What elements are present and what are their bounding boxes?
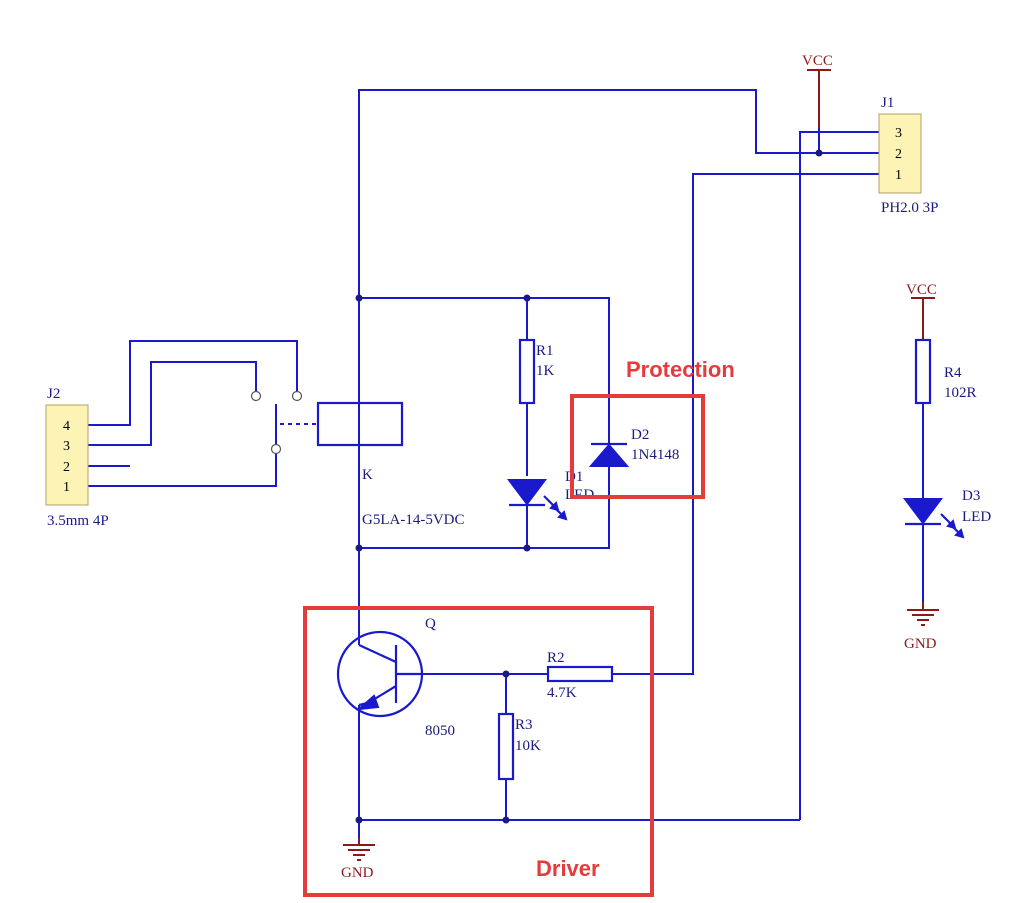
j2-pin-4: 4: [63, 419, 70, 434]
j1-ref: J1: [881, 95, 894, 111]
j1-pin-1: 1: [895, 168, 902, 183]
connector-j2: J2 4 3 2 1 3.5mm 4P: [45, 386, 109, 529]
r2-value: 4.7K: [547, 685, 577, 701]
relay-coil: [316, 401, 404, 447]
d3-value: LED: [962, 509, 991, 525]
relay-k: K G5LA-14-5VDC: [250, 390, 465, 528]
diode-d2: D2 1N4148: [588, 427, 679, 467]
r4-ref: R4: [944, 365, 962, 381]
q-value: 8050: [425, 723, 455, 739]
j2-value: 3.5mm 4P: [47, 513, 109, 529]
q-ref: Q: [425, 616, 436, 632]
r3-value: 10K: [515, 738, 541, 754]
j1-pin-3: 3: [895, 126, 902, 141]
resistor-r3: R3 10K: [497, 712, 541, 781]
wire-j2-pin1: [88, 452, 277, 487]
wires: [88, 89, 924, 838]
vcc-symbol-top: VCC: [802, 53, 833, 128]
r4-value: 102R: [944, 385, 977, 401]
d3-ref: D3: [962, 488, 980, 504]
j1-pin-2: 2: [895, 147, 902, 162]
driver-label: Driver: [536, 856, 600, 881]
r1-value: 1K: [536, 363, 555, 379]
gnd-label: GND: [341, 865, 374, 881]
connector-j1: J1 3 2 1 PH2.0 3P: [878, 95, 939, 216]
d2-value: 1N4148: [631, 447, 679, 463]
relay-ref: K: [362, 467, 373, 483]
junction-node: [502, 816, 510, 824]
relay-value: G5LA-14-5VDC: [362, 512, 465, 528]
r1-ref: R1: [536, 343, 554, 359]
protection-highlight: Protection: [570, 357, 735, 499]
j1-value: PH2.0 3P: [881, 200, 939, 216]
relay-contact-nc: [250, 390, 262, 402]
led-d1: D1 LED: [507, 469, 594, 521]
junction-node: [523, 544, 531, 552]
led-d3: D3 LED: [903, 488, 991, 539]
wire-j2-pin3: [88, 361, 257, 446]
junction-node: [355, 544, 363, 552]
wire-signal: [612, 173, 879, 675]
wire-top-loop: [358, 89, 879, 298]
vcc-label: VCC: [906, 282, 937, 298]
j2-ref: J2: [47, 386, 60, 402]
wire-j1-pin3: [799, 131, 879, 820]
wire-top-bus: [359, 297, 610, 549]
d1-ref: D1: [565, 469, 583, 485]
vcc-label: VCC: [802, 53, 833, 69]
d2-ref: D2: [631, 427, 649, 443]
driver-highlight: Driver: [303, 606, 654, 897]
gnd-symbol-right: GND: [904, 602, 939, 652]
resistor-r2: R2 4.7K: [546, 650, 614, 701]
gnd-label: GND: [904, 636, 937, 652]
junction-node: [523, 294, 531, 302]
resistor-r4: R4 102R: [914, 338, 977, 405]
wire-j2-pin4: [88, 340, 298, 426]
j2-pin-2: 2: [63, 460, 70, 475]
resistor-r1: R1 1K: [518, 338, 555, 405]
junctions: [355, 149, 823, 824]
junction-node: [815, 149, 823, 157]
junction-node: [502, 670, 510, 678]
transistor-q: Q 8050: [336, 616, 455, 739]
r2-ref: R2: [547, 650, 565, 666]
protection-label: Protection: [626, 357, 735, 382]
gnd-symbol-main: GND: [341, 838, 375, 881]
junction-node: [355, 816, 363, 824]
junction-node: [355, 294, 363, 302]
r3-ref: R3: [515, 717, 533, 733]
j2-pin-1: 1: [63, 480, 70, 495]
relay-contact-no: [291, 390, 303, 402]
j2-pin-3: 3: [63, 439, 70, 454]
vcc-symbol-right: VCC: [906, 282, 937, 299]
relay-contact-com: [270, 443, 282, 455]
